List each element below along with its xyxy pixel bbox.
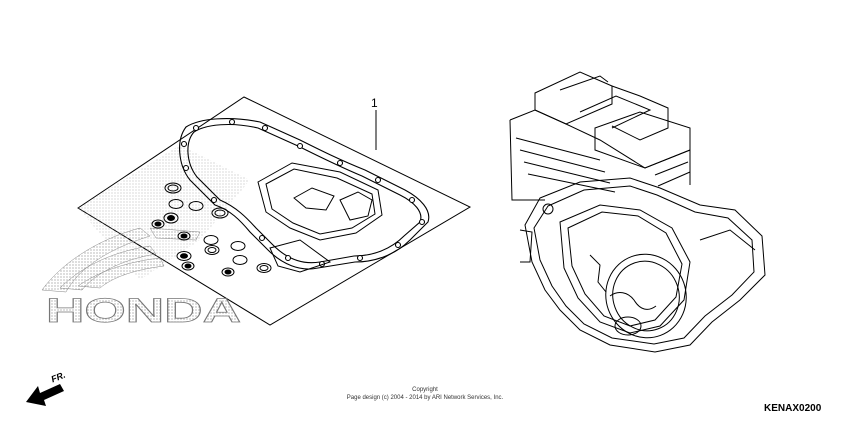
diagram-code: KENAX0200 bbox=[764, 403, 822, 414]
engine-illustration bbox=[509, 71, 766, 353]
copyright-notice: Copyright Page design (c) 2004 - 2014 by… bbox=[325, 386, 525, 402]
copyright-line-1: Copyright bbox=[412, 387, 438, 393]
o-rings-and-seals bbox=[151, 182, 272, 277]
crankcase-gasket bbox=[179, 118, 430, 270]
gasket-kit-sheet bbox=[77, 96, 472, 326]
copyright-line-2: Page design (c) 2004 - 2014 by ARI Netwo… bbox=[346, 395, 504, 401]
cylinder-base-gasket bbox=[257, 162, 383, 273]
front-direction-arrow-icon bbox=[26, 384, 64, 406]
honda-watermark-text: HONDA bbox=[46, 292, 241, 330]
honda-wing-logo bbox=[41, 227, 201, 293]
callout-number-1: 1 bbox=[371, 96, 378, 110]
